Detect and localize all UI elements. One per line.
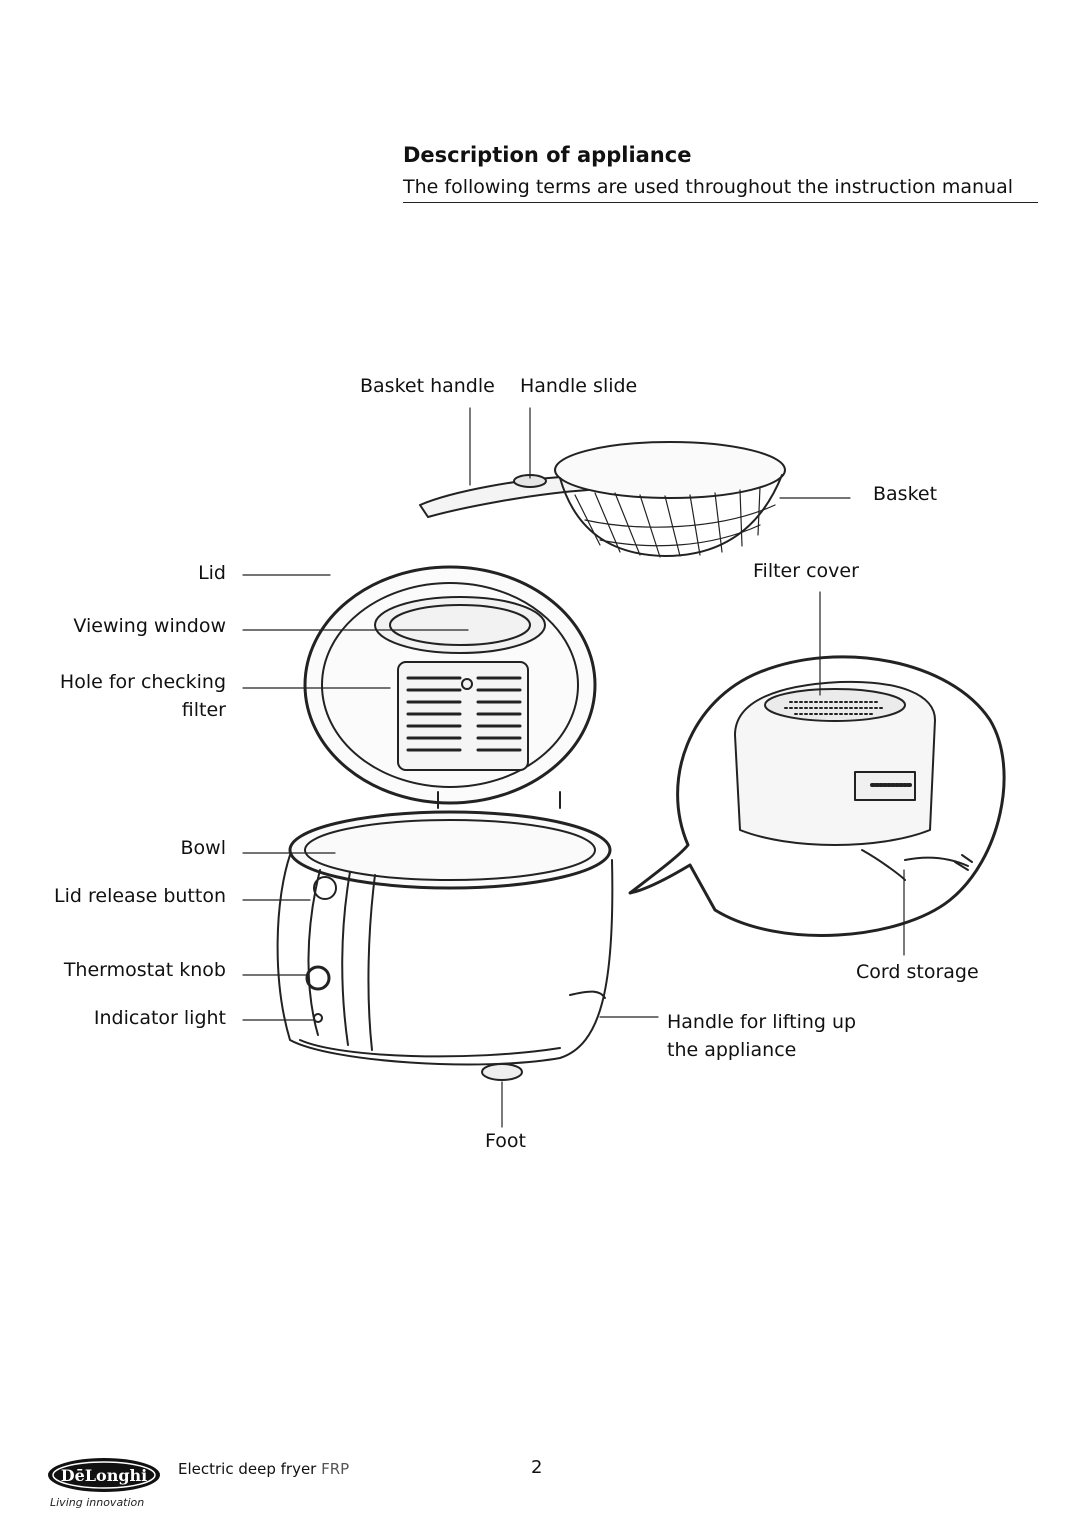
label-basket-handle: Basket handle [360, 375, 495, 397]
label-indicator-light: Indicator light [93, 1007, 226, 1029]
brand-tagline: Living innovation [50, 1496, 145, 1509]
label-foot: Foot [485, 1130, 526, 1152]
label-bowl: Bowl [180, 837, 226, 859]
model-text: Electric deep fryer [178, 1460, 317, 1478]
label-cord-storage: Cord storage [856, 961, 979, 983]
callout-drawing [628, 655, 1006, 937]
page-subtitle: The following terms are used throughout … [403, 176, 1038, 203]
footer-model: Electric deep fryer FRP [178, 1460, 349, 1478]
leader-lines [242, 407, 905, 1128]
label-hole-for-checking-filter: filter [181, 699, 226, 721]
label-lid-release-button: Lid release button [54, 885, 226, 907]
delonghi-logo: DēLonghi [48, 1458, 160, 1492]
page-number: 2 [531, 1457, 543, 1478]
svg-text:DēLonghi: DēLonghi [61, 1466, 148, 1485]
basket-drawing [419, 441, 786, 558]
label-filter-cover: Filter cover [753, 560, 859, 582]
label-handle-lifting: Handle for lifting up [667, 1011, 857, 1033]
page-title: Description of appliance [403, 143, 692, 167]
body-drawing [276, 810, 614, 1081]
label-handle-lifting-appliance: the appliance [667, 1039, 797, 1061]
label-viewing-window: Viewing window [73, 615, 226, 637]
label-basket: Basket [873, 483, 938, 505]
label-handle-slide: Handle slide [520, 375, 638, 397]
lid-drawing [303, 565, 597, 809]
model-code: FRP [321, 1460, 350, 1478]
label-lid: Lid [198, 562, 226, 584]
label-thermostat-knob: Thermostat knob [63, 959, 226, 981]
label-hole-for-checking: Hole for checking [59, 671, 226, 693]
